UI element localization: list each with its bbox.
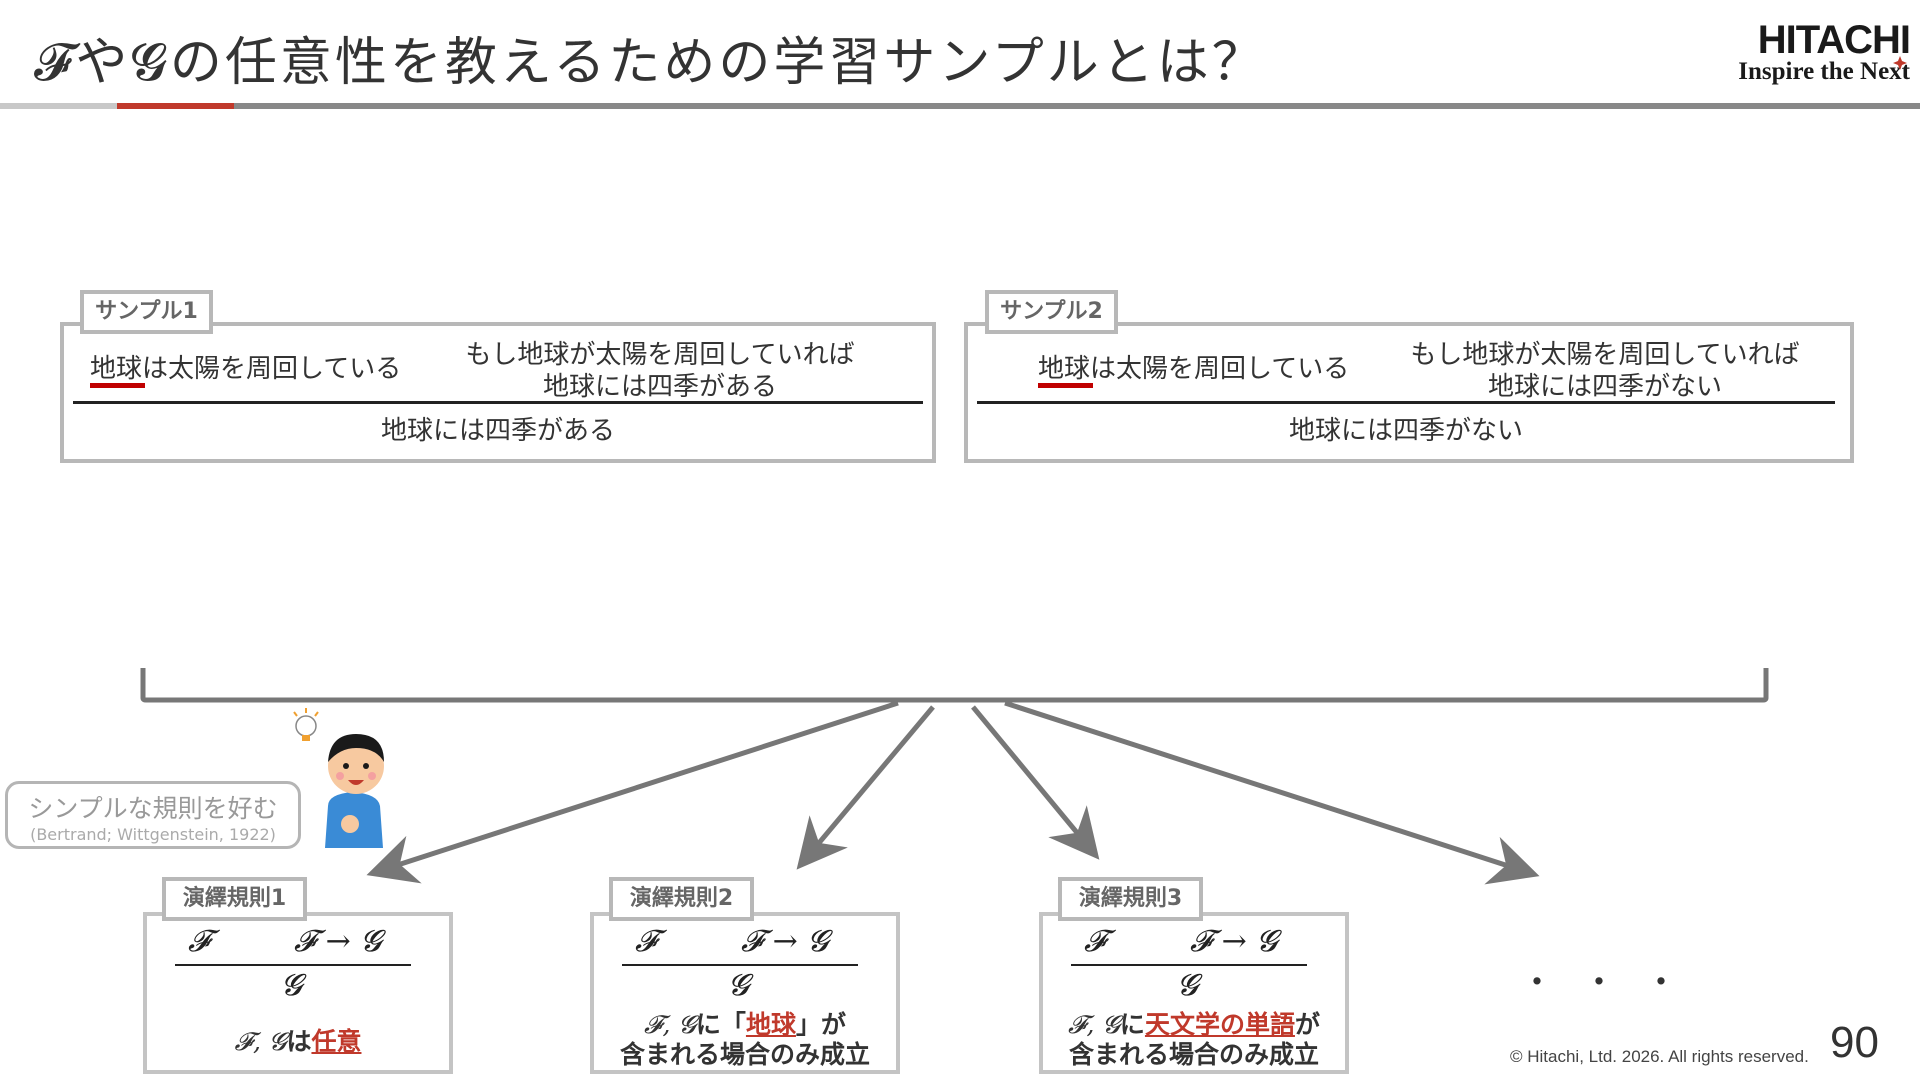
sample-2-conclusion: 地球には四季がない: [1288, 416, 1523, 446]
rule-box-2: [590, 912, 900, 1074]
rule-2-condition-highlight: 地球: [745, 1010, 796, 1039]
sample-tab-1: サンプル1: [80, 290, 213, 334]
rule-tab-3: 演繹規則3: [1058, 877, 1203, 921]
rule-3-premise-f: 𝓕: [1084, 924, 1107, 959]
copyright-footer: © Hitachi, Ltd. 2026. All rights reserve…: [1510, 1047, 1809, 1066]
sample-1-earth-underline: [90, 383, 145, 388]
rule-1-premise-implication: 𝓕 → 𝓖: [294, 924, 382, 959]
rule-1-condition: 𝓕, 𝓖は任意: [160, 1027, 436, 1057]
rule-3-condition-pre: に: [1119, 1010, 1145, 1039]
hitachi-logo: HITACHI: [1757, 18, 1911, 62]
rule-2-premise-implication: 𝓕 → 𝓖: [741, 924, 829, 959]
sample-1-premise-1: 地球は太陽を周回している: [90, 354, 402, 384]
spark-icon: [1893, 56, 1907, 70]
rule-3-condition-highlight: 天文学の単語: [1144, 1010, 1295, 1039]
rule-2-condition-vars: 𝓕, 𝓖: [644, 1010, 696, 1039]
rule-2-condition-line-2: 含まれる場合のみ成立: [619, 1040, 870, 1069]
rule-box-1: [143, 912, 453, 1074]
rule-3-condition-line-2: 含まれる場合のみ成立: [1068, 1040, 1319, 1069]
rule-1-condition-highlight: 任意: [311, 1027, 362, 1056]
sample-1-conclusion: 地球には四季がある: [380, 416, 615, 446]
rule-2-condition: 𝓕, 𝓖に「地球」が 含まれる場合のみ成立: [600, 1010, 890, 1070]
rule-tab-2: 演繹規則2: [609, 877, 754, 921]
rule-box-3: [1039, 912, 1349, 1074]
rule-2-inference-line: [622, 964, 858, 966]
sample-2-premise-1: 地球は太陽を周回している: [1038, 354, 1350, 384]
page-number: 90: [1830, 1018, 1879, 1067]
arrow-to-rule-2: [796, 705, 935, 870]
rule-2-premise-f: 𝓕: [635, 924, 658, 959]
sample-1-premise-2-line-1: もし地球が太陽を周回していれば: [465, 340, 855, 370]
rule-2-conclusion: 𝓖: [728, 968, 750, 1003]
sample-box-1: [60, 322, 936, 463]
rule-3-conclusion: 𝓖: [1177, 968, 1199, 1003]
sample-1-premise-2-line-2: 地球には四季がある: [542, 372, 777, 402]
sample-2-premise-2-line-2: 地球には四季がない: [1487, 372, 1722, 402]
bias-bubble-text: シンプルな規則を好む: [28, 794, 278, 823]
header-rule-left: [0, 103, 117, 109]
sample-tab-2: サンプル2: [985, 290, 1118, 334]
arrow-to-rule-3: [971, 705, 1100, 860]
rule-1-inference-line: [175, 964, 411, 966]
rule-3-condition-post: が: [1294, 1010, 1320, 1039]
rule-1-condition-pre: は: [286, 1027, 312, 1056]
curly-bracket: [140, 668, 1769, 703]
sample-box-2: [964, 322, 1854, 463]
rule-3-condition: 𝓕, 𝓖に天文学の単語が 含まれる場合のみ成立: [1044, 1010, 1344, 1070]
header-rule-accent: [117, 103, 234, 109]
logo-tagline: Inspire the Next: [1738, 58, 1910, 85]
sample-2-earth-underline: [1038, 383, 1093, 388]
header-rule-main: [234, 103, 1920, 109]
more-rules-ellipsis: ・・・: [1520, 963, 1706, 1003]
thinking-person-illustration: [293, 708, 384, 848]
rule-tab-1: 演繹規則1: [162, 877, 307, 921]
arrow-to-rule-1: [366, 700, 899, 884]
rule-1-conclusion: 𝓖: [281, 968, 303, 1003]
sample-2-inference-line: [977, 401, 1835, 404]
bias-bubble-citation: (Bertrand; Wittgenstein, 1922): [30, 825, 276, 844]
rule-3-condition-vars: 𝓕, 𝓖: [1068, 1010, 1120, 1039]
sample-1-inference-line: [73, 401, 923, 404]
sample-2-premise-2-line-1: もし地球が太陽を周回していれば: [1410, 340, 1800, 370]
arrow-to-ellipsis: [1004, 700, 1540, 885]
page-title: 𝓕や𝓖の任意性を教えるための学習サンプルとは？: [34, 33, 1267, 93]
simplicity-bias-bubble: シンプルな規則を好む (Bertrand; Wittgenstein, 1922…: [5, 781, 301, 849]
rule-2-condition-pre: に「: [695, 1010, 746, 1039]
rule-1-premise-f: 𝓕: [188, 924, 211, 959]
rule-3-premise-implication: 𝓕 → 𝓖: [1190, 924, 1278, 959]
rule-2-condition-post: 」が: [795, 1010, 846, 1039]
rule-1-condition-vars: 𝓕, 𝓖: [234, 1027, 287, 1056]
rule-3-inference-line: [1071, 964, 1307, 966]
